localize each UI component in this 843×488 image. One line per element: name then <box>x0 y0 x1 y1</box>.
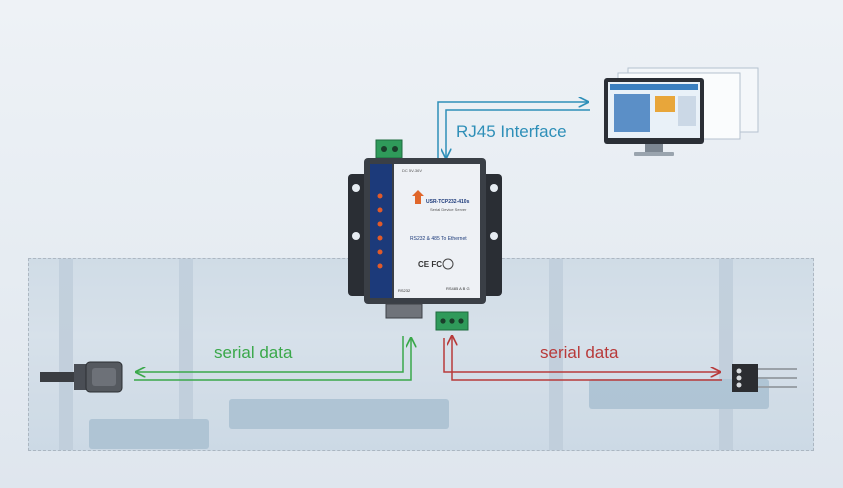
monitor-icon <box>604 67 759 156</box>
factory-column <box>549 259 563 450</box>
terminal-block-icon <box>732 364 797 392</box>
device-rs232-label: RS232 <box>398 288 411 293</box>
device-rs485-label: RS485 A B G <box>446 286 470 291</box>
serial-right-arrow <box>443 336 722 381</box>
serial-data-left-label: serial data <box>214 343 293 362</box>
device-power-label: DC 5V-36V <box>402 168 423 173</box>
db9-connector-icon <box>40 361 123 393</box>
rj45-interface-label: RJ45 Interface <box>456 122 567 141</box>
power-terminal <box>375 139 403 159</box>
factory-column <box>179 259 193 450</box>
rs485-terminal <box>435 311 469 331</box>
serial-data-right-label: serial data <box>540 343 619 362</box>
factory-column <box>59 259 73 450</box>
serial-left-arrow <box>134 336 411 381</box>
device-model: USR-TCP232-410s <box>426 199 470 205</box>
factory-bench <box>229 399 449 429</box>
rs232-port <box>385 303 423 319</box>
device-description: RS232 & 485 To Ethernet <box>410 236 467 242</box>
device-body <box>364 158 486 304</box>
rj45-connection-arrow <box>437 102 590 160</box>
factory-bench <box>89 419 209 449</box>
device-certification-marks: CE FC <box>418 260 442 269</box>
device-subtitle: Serial Device Server <box>430 207 467 212</box>
